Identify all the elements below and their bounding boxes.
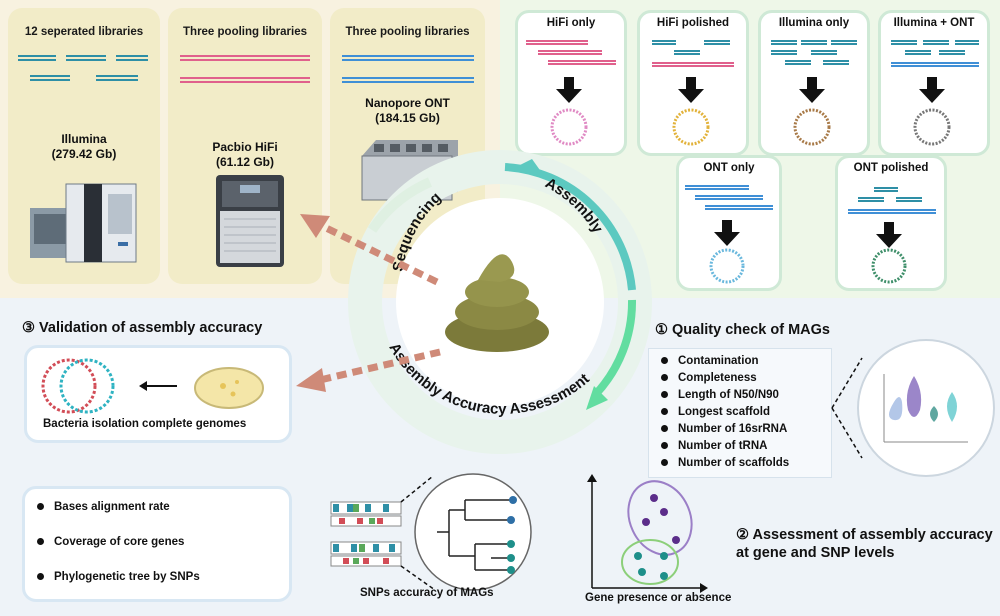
assembly-card-label: Illumina + ONT: [893, 17, 975, 29]
metric-item-label: Bases alignment rate: [54, 501, 170, 513]
assessment-arrowhead-icon: [586, 386, 608, 410]
to-sequencing-arrowhead-icon: [300, 214, 330, 238]
illumina-platform-label: Illumina: [61, 132, 107, 146]
quality-item-label: Completeness: [678, 372, 757, 384]
bullet-icon: [661, 459, 668, 467]
validation-heading: ③ Validation of assembly accuracy: [22, 320, 263, 336]
quality-item-label: Longest scaffold: [678, 406, 771, 418]
hifi-only-contig-icon: [526, 40, 616, 146]
bullet-icon: [661, 425, 668, 433]
quality-item: Longest scaffold: [661, 406, 770, 418]
illumina-ont-contig-icon: [891, 40, 979, 146]
illumina-reads-icon: [18, 55, 148, 81]
bullet-icon: [661, 408, 668, 416]
bullet-icon: [661, 357, 668, 365]
pacbio-panel: Three pooling libraries Pacbio HiFi (61.…: [168, 8, 322, 284]
illumina-panel-title: 12 seperated libraries: [24, 26, 144, 38]
to-validation-arrowhead-icon: [296, 368, 326, 392]
quality-item-label: Number of 16srRNA: [678, 423, 788, 435]
quality-item-label: Contamination: [678, 355, 759, 367]
bullet-icon: [661, 391, 668, 399]
assembly-card-ont-polished: ONT polished: [835, 155, 947, 291]
assembly-card-illumina-only: Illumina only: [758, 10, 870, 156]
quality-item: Number of tRNA: [661, 440, 767, 452]
pacbio-platform-label: Pacbio HiFi: [212, 140, 278, 154]
quality-item: Length of N50/N90: [661, 389, 779, 401]
assessment-arc-arrow: [592, 299, 637, 398]
metric-item: Bases alignment rate: [37, 501, 170, 513]
bullet-icon: [661, 374, 668, 382]
assembly-card-label: ONT only: [703, 162, 755, 174]
assembly-card-illumina-ont: Illumina + ONT: [878, 10, 990, 156]
metric-item: Phylogenetic tree by SNPs: [37, 571, 200, 583]
quality-item-label: Number of tRNA: [678, 440, 768, 452]
to-validation-dashed-arrow: [319, 348, 441, 384]
quality-list-box: Contamination Completeness Length of N50…: [648, 348, 832, 478]
assembly-card-label: HiFi only: [546, 17, 596, 29]
validation-caption: Bacteria isolation complete genomes: [43, 418, 247, 430]
assessment-heading-line2: at gene and SNP levels: [736, 545, 895, 561]
snp-alignment-icon: [330, 501, 402, 567]
snp-tree-icon: [330, 473, 532, 591]
hifi-reads-icon: [180, 55, 310, 83]
assembly-card-ont-only: ONT only: [676, 155, 782, 291]
quality-item: Completeness: [661, 372, 757, 384]
quality-item: Number of 16srRNA: [661, 423, 787, 435]
assembly-card-label: Illumina only: [778, 17, 850, 29]
bullet-icon: [37, 573, 44, 581]
pacbio-panel-title: Three pooling libraries: [183, 26, 307, 38]
hifi-polished-contig-icon: [652, 40, 734, 146]
assembly-card-label: HiFi polished: [656, 17, 730, 29]
pacbio-amount-label: (61.12 Gb): [215, 155, 275, 169]
metrics-box: Bases alignment rate Coverage of core ge…: [22, 486, 292, 602]
snp-caption: SNPs accuracy of MAGs: [360, 587, 494, 599]
illumina-only-contig-icon: [771, 40, 857, 146]
gene-caption: Gene presence or absence: [585, 592, 732, 604]
illumina-panel: 12 seperated libraries Illumina (279.42 …: [8, 8, 160, 284]
bullet-icon: [37, 538, 44, 546]
ont-amount-label: (184.15 Gb): [375, 111, 440, 125]
quality-heading: ① Quality check of MAGs: [655, 322, 830, 338]
gene-presence-scatter-icon: [587, 474, 708, 593]
metric-item-label: Coverage of core genes: [54, 536, 185, 548]
assessment-heading-line1: ② Assessment of assembly accuracy: [736, 527, 993, 543]
validation-box: Bacteria isolation complete genomes: [24, 345, 292, 443]
quality-item-label: Number of scaffolds: [678, 457, 790, 469]
bullet-icon: [661, 442, 668, 450]
bullet-icon: [37, 503, 44, 511]
ont-panel-title: Three pooling libraries: [345, 26, 470, 38]
ont-only-contig-icon: [685, 185, 773, 284]
pacbio-sequencer-icon: [216, 175, 284, 267]
assembly-card-hifi-polished: HiFi polished: [637, 10, 749, 156]
sequencing-arc: [367, 177, 433, 233]
assembly-arrowhead-icon: [510, 159, 542, 173]
illumina-sequencer-icon: [30, 183, 137, 263]
genome-and-petri-icon: [41, 358, 264, 414]
fecal-sample-icon: [445, 254, 549, 352]
quality-item: Contamination: [661, 355, 759, 367]
assembly-card-hifi-only: HiFi only: [515, 10, 627, 156]
ont-polished-contig-icon: [848, 187, 936, 284]
to-sequencing-dashed-arrow: [316, 220, 439, 286]
assembly-card-label: ONT polished: [853, 162, 929, 174]
quality-item: Number of scaffolds: [661, 457, 789, 469]
ont-reads-icon: [342, 55, 474, 83]
quality-item-label: Length of N50/N90: [678, 389, 779, 401]
illumina-amount-label: (279.42 Gb): [51, 147, 117, 161]
metric-item-label: Phylogenetic tree by SNPs: [54, 571, 200, 583]
ont-platform-label: Nanopore ONT: [365, 96, 450, 110]
violin-plot-zoom-icon: [831, 339, 995, 477]
metric-item: Coverage of core genes: [37, 536, 184, 548]
